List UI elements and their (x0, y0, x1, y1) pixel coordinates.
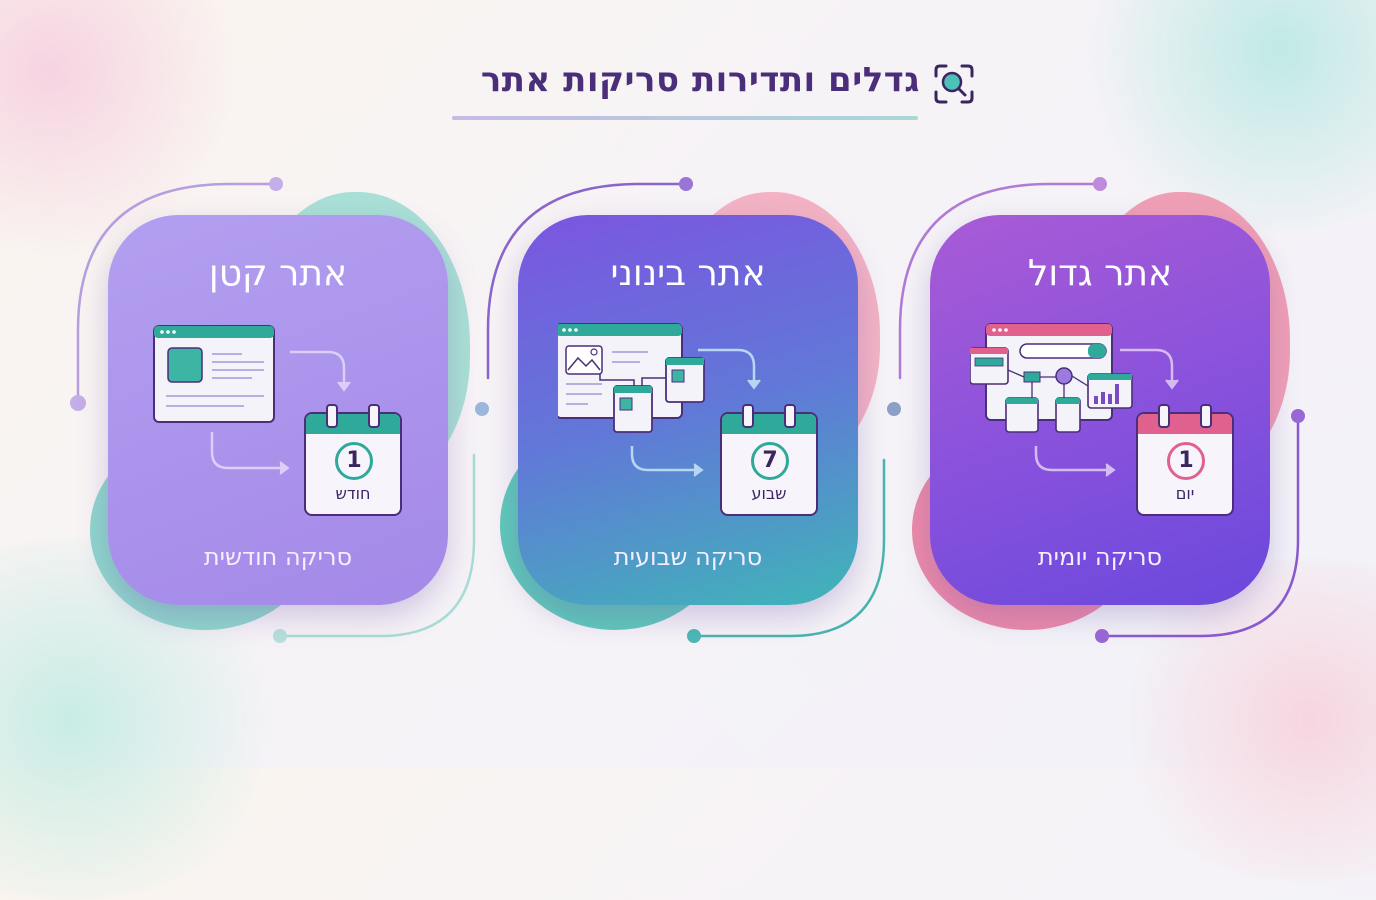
title-underline (452, 116, 918, 120)
card-subtitle: סריקה שבועית (613, 543, 763, 571)
card-title: אתר קטן (208, 253, 348, 294)
card-title: אתר גדול (1027, 253, 1173, 294)
multi-page-website-icon (555, 323, 761, 477)
connector-dot (687, 629, 701, 643)
card-subtitle: סריקה יומית (1037, 543, 1163, 571)
calendar-number: 7 (751, 442, 789, 480)
calendar-unit: חודש (335, 484, 371, 503)
card-title: אתר בינוני (610, 253, 766, 294)
card-subtitle: סריקה חודשית (203, 543, 353, 571)
calendar-unit: יום (1175, 484, 1195, 503)
connector-dot (269, 177, 283, 191)
calendar-icon: 7 שבוע (720, 404, 818, 516)
card-large-site: אתר גדול (930, 215, 1270, 605)
page-title: גדלים ותדירות סריקות אתר (480, 60, 920, 100)
connector-dot (475, 402, 489, 416)
complex-website-sitemap-icon (969, 323, 1179, 477)
calendar-icon: 1 חודש (304, 404, 402, 516)
card-medium-site: אתר בינוני 7 שבוע (518, 215, 858, 605)
connector-dot (679, 177, 693, 191)
calendar-unit: שבוע (751, 484, 787, 503)
card-small-site: אתר קטן 1 חודש סריקה חודשית (108, 215, 448, 605)
connector-dot (1291, 409, 1305, 423)
scan-search-icon (934, 64, 974, 104)
simple-webpage-illustration: 1 חודש (148, 320, 408, 520)
connector-lines (70, 177, 1305, 643)
complex-website-illustration: 1 יום (969, 320, 1234, 520)
calendar-number: 1 (335, 442, 373, 480)
connector-dot (887, 402, 901, 416)
connector-dot (70, 395, 86, 411)
multi-page-website-illustration: 7 שבוע (555, 320, 818, 520)
calendar-number: 1 (1167, 442, 1205, 480)
simple-webpage-icon (153, 325, 351, 475)
connector-dot (1095, 629, 1109, 643)
calendar-icon: 1 יום (1136, 404, 1234, 516)
connector-dot (273, 629, 287, 643)
connector-dot (1093, 177, 1107, 191)
header: גדלים ותדירות סריקות אתר (440, 58, 980, 128)
